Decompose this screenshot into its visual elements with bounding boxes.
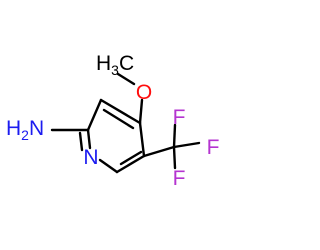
methyl-subscript: 3 <box>111 62 119 78</box>
amine-h: H <box>6 117 21 140</box>
oxygen-label: O <box>136 81 152 104</box>
bond-oxygen-c4 <box>138 98 144 125</box>
bond-c6-c5 <box>115 154 146 174</box>
bond-c5-cf3 <box>142 145 176 158</box>
methyl-c: C <box>119 52 134 75</box>
bonds <box>50 72 201 174</box>
bond-cf3-f-top <box>172 123 177 149</box>
bond-c4-c3-inner <box>102 108 135 130</box>
atom-labels: H3C O H2N N F F F <box>6 52 219 190</box>
bond-cf3-f-bottom <box>172 145 177 170</box>
fluorine-top-label: F <box>173 106 186 129</box>
amine-label: H2N <box>6 117 44 143</box>
bond-c4-c3 <box>99 98 142 125</box>
methyl-label: H3C <box>96 52 134 78</box>
bond-c6-c5-inner <box>119 150 143 166</box>
bond-c2-n1-inner <box>78 131 84 152</box>
bond-cf3-f-right <box>172 141 201 149</box>
bond-c2-n1 <box>86 128 92 150</box>
bond-n1-c6 <box>98 158 119 174</box>
fluorine-bottom-label: F <box>173 167 186 190</box>
bond-methyl-oxygen <box>116 72 136 86</box>
molecule-structure: H3C O H2N N F F F <box>6 52 219 190</box>
fluorine-right-label: F <box>207 136 220 159</box>
bond-c5-c4 <box>138 121 146 158</box>
methyl-h: H <box>96 52 111 75</box>
amine-subscript: 2 <box>21 127 29 143</box>
ring-nitrogen-label: N <box>83 146 98 169</box>
bond-c3-c2 <box>86 98 103 132</box>
amine-n: N <box>29 117 44 140</box>
